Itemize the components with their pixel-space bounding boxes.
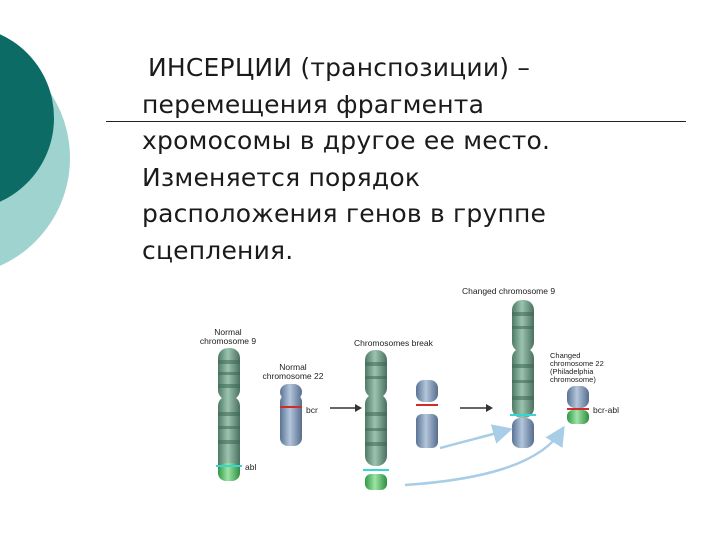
curved-arrow-abl xyxy=(404,425,565,487)
dark-teal-circle xyxy=(0,34,54,202)
title-underline xyxy=(106,121,686,122)
text-line-2: перемещения фрагмента xyxy=(142,89,485,119)
broken-chromosome-22 xyxy=(416,380,438,448)
fusion-label: bcr-abl xyxy=(593,405,619,415)
normal22-label-1: Normal xyxy=(279,362,307,372)
normal-chromosome-22 xyxy=(280,384,302,446)
arrow-1-head xyxy=(355,404,362,412)
slide-text: ИНСЕРЦИИ (транспозиции) – перемещения фр… xyxy=(142,50,702,269)
changed22-label-2: chromosome 22 xyxy=(550,359,604,368)
normal9-label-2: chromosome 9 xyxy=(200,336,256,346)
text-line-3: хромосомы в другое ее место. xyxy=(142,126,551,155)
changed22-label-4: chromosome) xyxy=(550,375,596,384)
text-line-1: ИНСЕРЦИИ (транспозиции) – xyxy=(148,53,531,82)
normal22-label-2: chromosome 22 xyxy=(263,371,324,381)
text-line-6: сцепления. xyxy=(142,235,294,265)
normal9-label-1: Normal xyxy=(214,327,242,337)
broken-chromosome-9 xyxy=(363,350,389,490)
changed-chromosome-22 xyxy=(567,386,589,424)
curved-arrow-bcr xyxy=(439,424,513,450)
changed9-label: Changed chromosome 9 xyxy=(462,286,555,296)
translocation-figure: Normal chromosome 9 abl Normal chromosom… xyxy=(200,286,619,490)
changed-chromosome-9 xyxy=(510,300,536,448)
changed22-label-1: Changed xyxy=(550,351,580,360)
arrow-2-head xyxy=(486,404,493,412)
changed22-label-3: (Philadelphia xyxy=(550,367,594,376)
break-label: Chromosomes break xyxy=(354,338,434,348)
text-line-4: Изменяется порядок xyxy=(142,162,421,192)
normal-chromosome-9 xyxy=(216,348,242,481)
bcr-label: bcr xyxy=(306,405,318,415)
text-line-5: расположения генов в группе xyxy=(142,199,547,228)
abl-label: abl xyxy=(245,462,256,472)
decorative-circles xyxy=(0,34,70,266)
